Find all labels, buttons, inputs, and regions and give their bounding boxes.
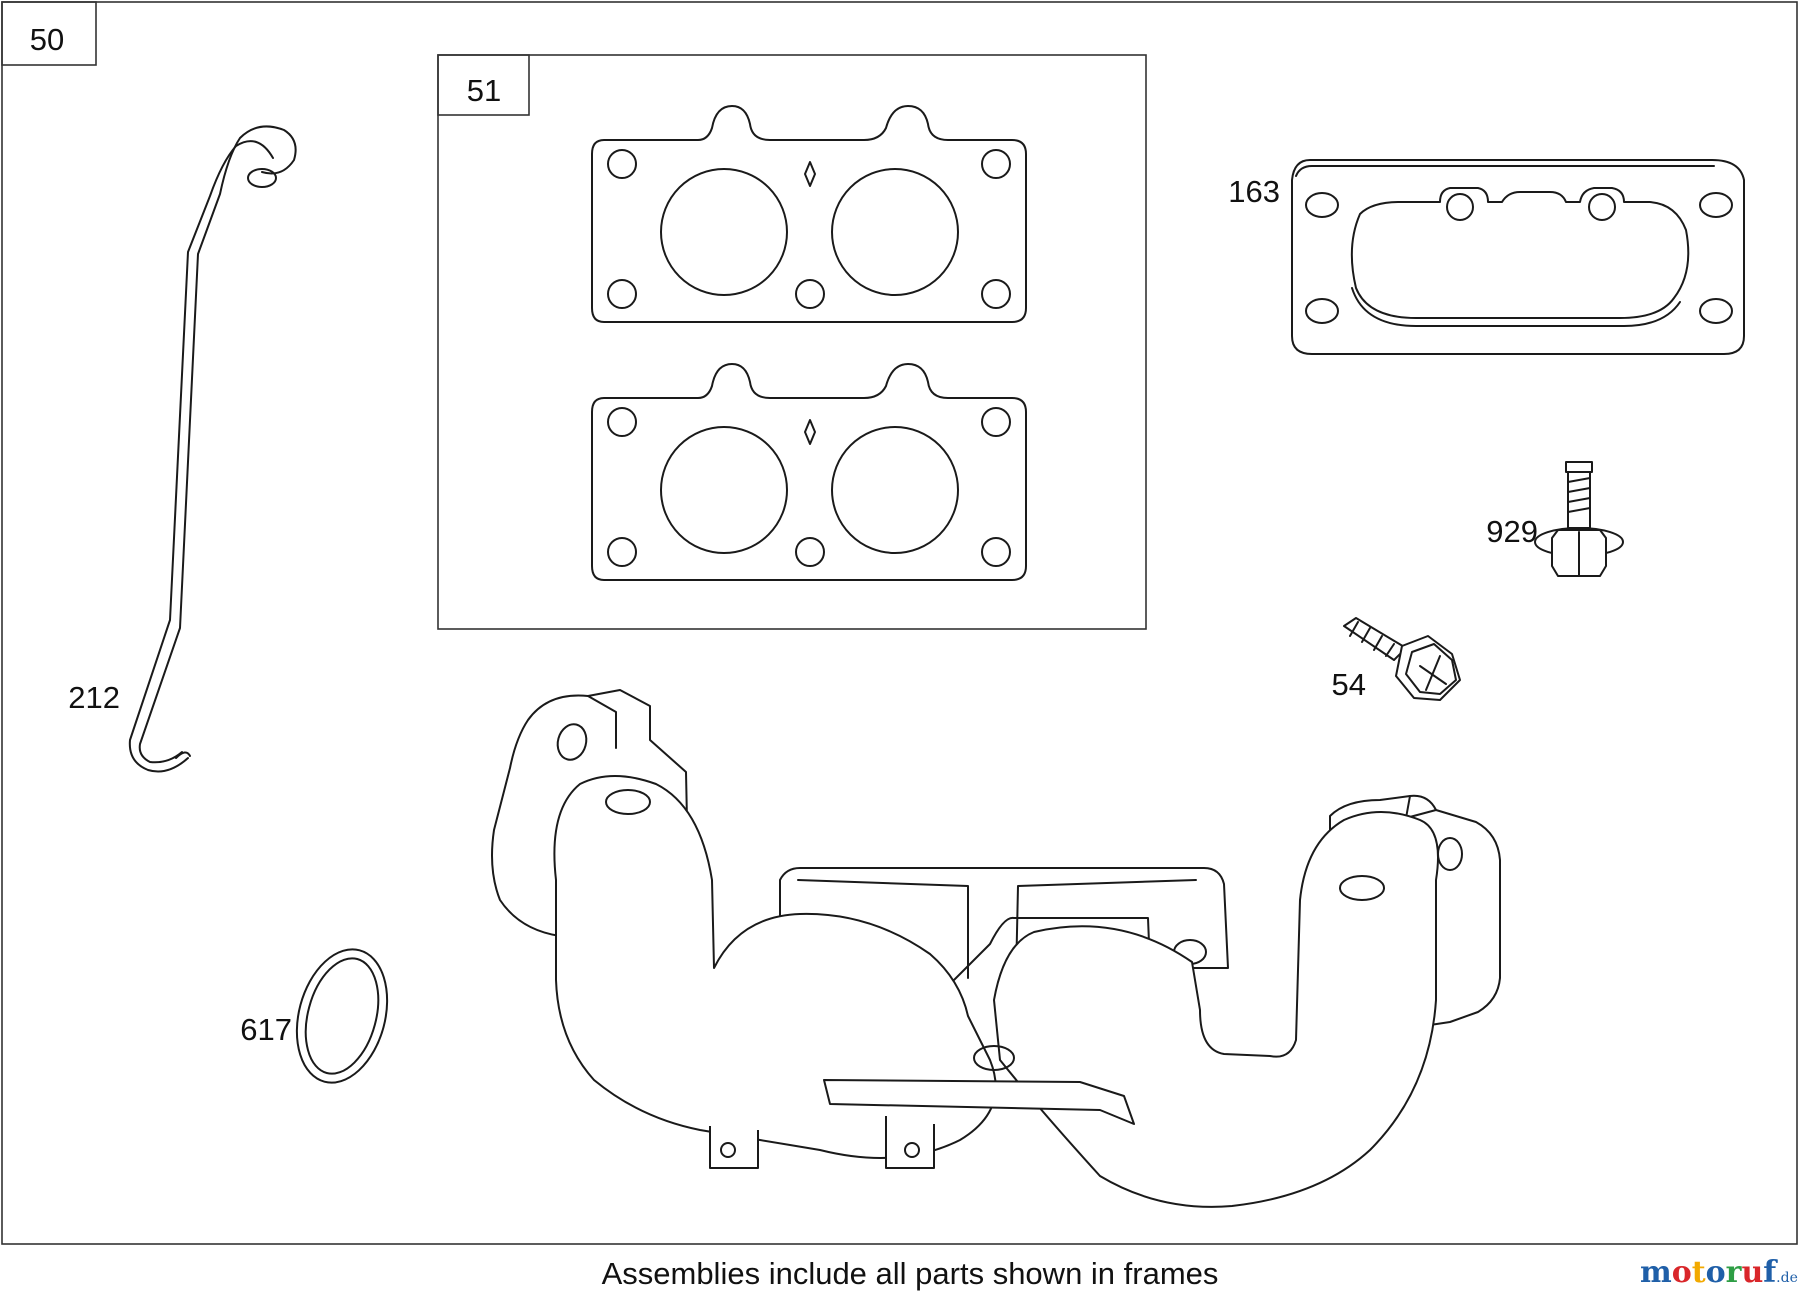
exhaust-gasket-lower (591, 363, 1027, 581)
part-number-929: 929 (1486, 514, 1538, 549)
diagram-caption: Assemblies include all parts shown in fr… (602, 1256, 1219, 1291)
outer-frame (1, 1, 1798, 1245)
watermark-logo: motoruf.de (1640, 1255, 1798, 1290)
flange-screw-929 (1534, 461, 1624, 577)
part-number-163: 163 (1228, 174, 1280, 209)
phillips-screw-54 (1343, 617, 1461, 701)
seal-ring-617 (295, 948, 389, 1084)
gasket-kit-frame-label-box (437, 54, 530, 116)
exhaust-manifold (491, 689, 1501, 1208)
gasket-plate-163 (1291, 159, 1745, 355)
part-number-617: 617 (240, 1012, 292, 1047)
gasket-kit-frame (437, 54, 1147, 630)
part-number-212: 212 (68, 680, 120, 715)
part-number-54: 54 (1332, 667, 1366, 702)
watermark-logo-text: motoruf (1640, 1255, 1778, 1290)
outer-frame-label: 50 (30, 22, 64, 57)
watermark-logo-suffix: .de (1776, 1270, 1798, 1286)
gasket-kit-frame-label: 51 (467, 73, 501, 108)
link-rod-212 (128, 125, 297, 773)
outer-frame-label-box (1, 1, 97, 66)
exhaust-gasket-upper (591, 105, 1027, 323)
